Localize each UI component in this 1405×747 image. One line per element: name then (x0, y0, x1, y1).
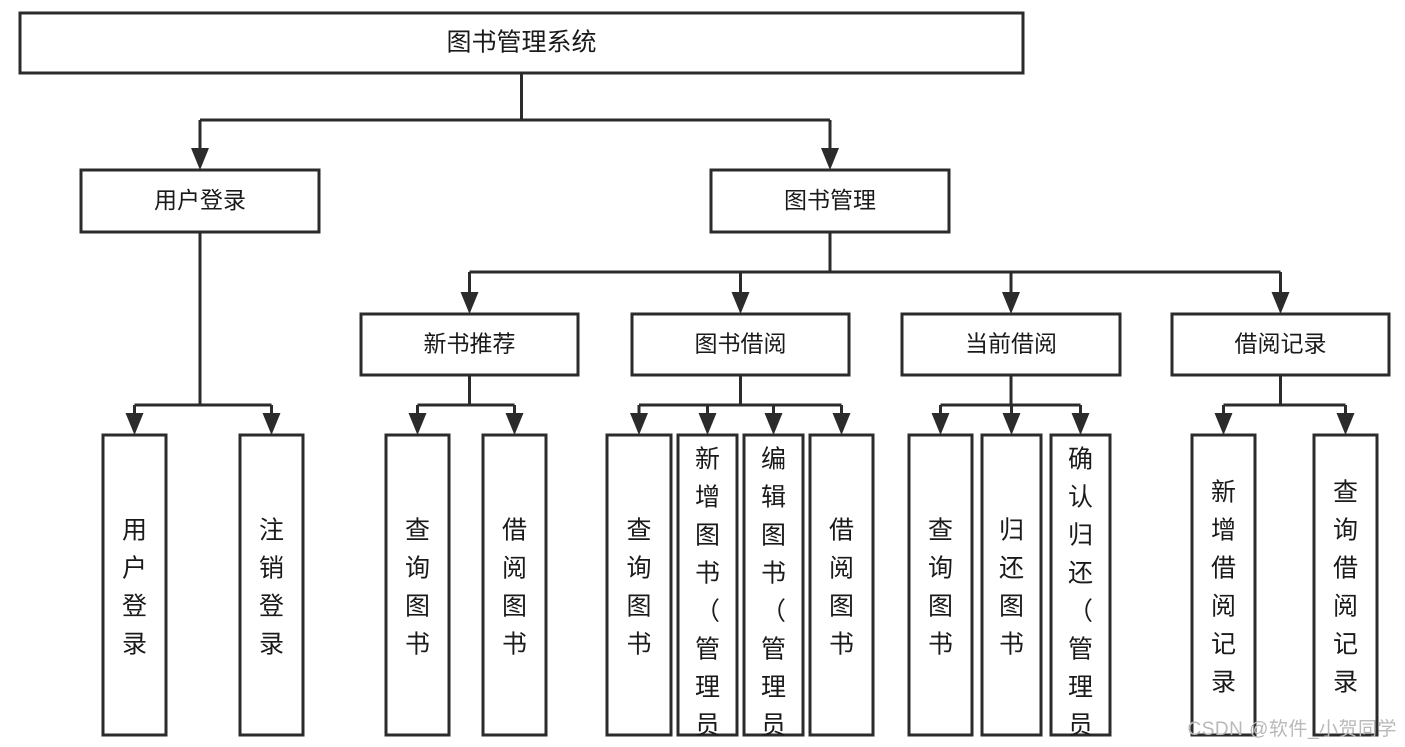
node-label-root: 图书管理系统 (446, 29, 596, 57)
arrowhead-book-borrow (731, 292, 750, 314)
arrowhead-leaf-query-book-borrow (630, 413, 648, 435)
node-label-book-manage: 图书管理 (784, 187, 876, 213)
node-label-user-login: 用户登录 (154, 187, 246, 213)
leaf-leaf-return-book[interactable]: 归还图书 (980, 433, 1043, 737)
leaf-box-leaf-query-borrow-record[interactable] (1312, 433, 1379, 737)
arrowhead-book-manage (821, 148, 839, 170)
node-box-current-borrow[interactable] (900, 312, 1122, 377)
arrowhead-leaf-borrow-book-rec (505, 413, 524, 435)
watermark-text: CSDN @软件_小贺同学 (1187, 719, 1397, 740)
node-current-borrow[interactable]: 当前借阅 (900, 312, 1122, 377)
leaf-box-leaf-edit-book-admin[interactable] (742, 433, 805, 737)
node-book-manage[interactable]: 图书管理 (709, 168, 951, 234)
leaf-label-leaf-query-book-borrow: 查询图书 (626, 517, 651, 659)
leaf-box-leaf-confirm-return-admin[interactable] (1049, 433, 1112, 737)
arrowhead-leaf-query-book-cur (931, 413, 950, 435)
arrowhead-leaf-logout-login (262, 413, 281, 435)
leaf-leaf-borrow-book[interactable]: 借阅图书 (808, 433, 875, 737)
arrowhead-leaf-add-book-admin (698, 413, 717, 435)
leaf-leaf-edit-book-admin[interactable]: 编辑图书（管理员） (742, 433, 805, 747)
leaf-label-leaf-confirm-return-admin: 确认归还（管理员） (1068, 445, 1093, 747)
node-box-user-login[interactable] (79, 168, 321, 234)
node-book-borrow[interactable]: 图书借阅 (630, 312, 851, 377)
leaf-label-leaf-edit-book-admin: 编辑图书（管理员） (761, 445, 786, 747)
arrowhead-leaf-user-login (125, 413, 144, 435)
node-box-book-manage[interactable] (709, 168, 951, 234)
arrowhead-current-borrow (1002, 292, 1020, 314)
leaf-label-leaf-logout-login: 注销登录 (259, 517, 284, 659)
leaf-box-leaf-borrow-book-rec[interactable] (481, 433, 548, 737)
leaf-box-leaf-user-login[interactable] (101, 433, 168, 737)
leaf-leaf-query-book-rec[interactable]: 查询图书 (384, 433, 451, 737)
leaf-box-leaf-add-borrow-record[interactable] (1190, 433, 1257, 737)
leaf-box-leaf-query-book-borrow[interactable] (605, 433, 673, 737)
leaf-leaf-user-login[interactable]: 用户登录 (101, 433, 168, 737)
arrowhead-leaf-confirm-return-admin (1071, 413, 1090, 435)
node-label-borrow-record: 借阅记录 (1235, 331, 1327, 357)
node-borrow-record[interactable]: 借阅记录 (1170, 312, 1391, 377)
arrowhead-borrow-record (1271, 292, 1290, 314)
arrowhead-user-login (191, 148, 209, 170)
leaf-box-leaf-borrow-book[interactable] (808, 433, 875, 737)
node-label-book-borrow: 图书借阅 (695, 331, 787, 357)
leaf-label-leaf-borrow-book-rec: 借阅图书 (502, 517, 527, 659)
arrowhead-leaf-add-borrow-record (1214, 413, 1233, 435)
arrowhead-leaf-edit-book-admin (764, 413, 783, 435)
leaf-leaf-query-book-borrow[interactable]: 查询图书 (605, 433, 673, 737)
node-box-book-borrow[interactable] (630, 312, 851, 377)
leaf-box-leaf-add-book-admin[interactable] (676, 433, 739, 737)
leaf-label-leaf-query-book-rec: 查询图书 (405, 517, 430, 659)
leaf-leaf-query-book-cur[interactable]: 查询图书 (907, 433, 974, 737)
edges-layer (125, 73, 1355, 435)
leaf-leaf-add-borrow-record[interactable]: 新增借阅记录 (1190, 433, 1257, 737)
arrowhead-leaf-return-book (1002, 413, 1021, 435)
arrowhead-leaf-query-book-rec (408, 413, 427, 435)
nodes-layer: 图书管理系统用户登录图书管理新书推荐图书借阅当前借阅借阅记录用户登录注销登录查询… (18, 11, 1391, 747)
arrowhead-leaf-borrow-book (832, 413, 851, 435)
leaf-box-leaf-query-book-cur[interactable] (907, 433, 974, 737)
leaf-box-leaf-query-book-rec[interactable] (384, 433, 451, 737)
node-user-login[interactable]: 用户登录 (79, 168, 321, 234)
leaf-label-leaf-add-book-admin: 新增图书（管理员） (695, 445, 720, 747)
arrowhead-leaf-query-borrow-record (1336, 413, 1355, 435)
leaf-box-leaf-logout-login[interactable] (238, 433, 305, 737)
leaf-leaf-logout-login[interactable]: 注销登录 (238, 433, 305, 737)
node-box-borrow-record[interactable] (1170, 312, 1391, 377)
leaf-label-leaf-return-book: 归还图书 (999, 517, 1024, 659)
node-root[interactable]: 图书管理系统 (18, 11, 1025, 75)
leaf-label-leaf-query-book-cur: 查询图书 (928, 517, 953, 659)
leaf-label-leaf-borrow-book: 借阅图书 (829, 517, 854, 659)
leaf-box-leaf-return-book[interactable] (980, 433, 1043, 737)
leaf-leaf-add-book-admin[interactable]: 新增图书（管理员） (676, 433, 739, 747)
node-box-root[interactable] (18, 11, 1025, 75)
node-new-book-recommend[interactable]: 新书推荐 (359, 312, 580, 377)
arrowhead-new-book-recommend (460, 292, 479, 314)
leaf-leaf-query-borrow-record[interactable]: 查询借阅记录 (1312, 433, 1379, 737)
node-label-current-borrow: 当前借阅 (965, 331, 1057, 357)
leaf-label-leaf-user-login: 用户登录 (122, 517, 147, 659)
node-box-new-book-recommend[interactable] (359, 312, 580, 377)
leaf-leaf-borrow-book-rec[interactable]: 借阅图书 (481, 433, 548, 737)
leaf-label-leaf-query-borrow-record: 查询借阅记录 (1333, 479, 1358, 697)
leaf-leaf-confirm-return-admin[interactable]: 确认归还（管理员） (1049, 433, 1112, 747)
node-label-new-book-recommend: 新书推荐 (424, 331, 516, 357)
leaf-label-leaf-add-borrow-record: 新增借阅记录 (1211, 479, 1236, 697)
